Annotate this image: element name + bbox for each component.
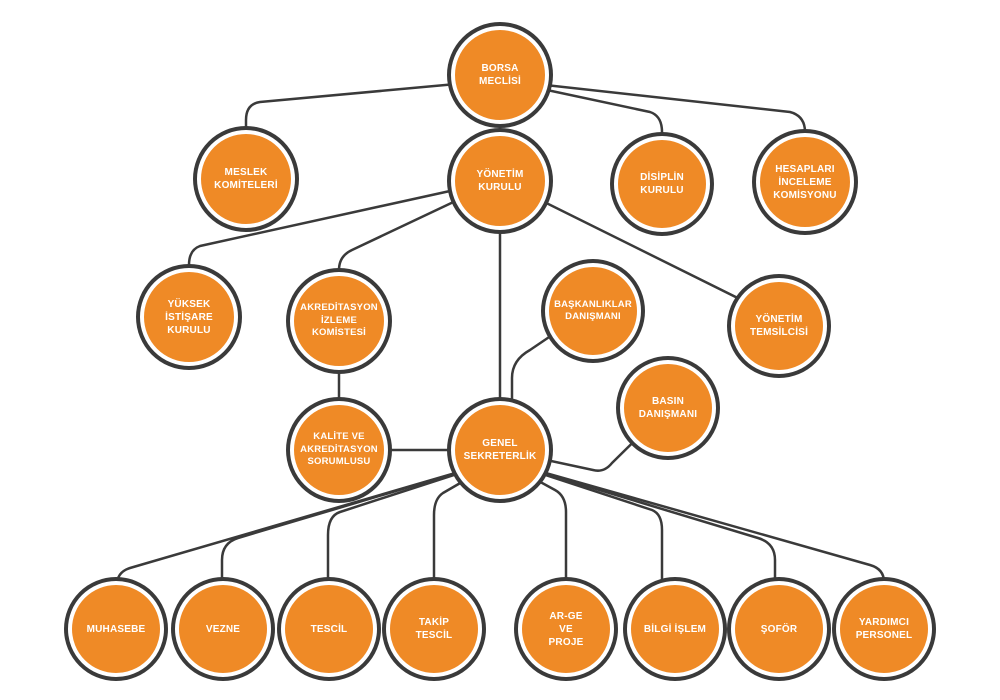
connector-genel-sofor	[498, 458, 777, 582]
node-tescil: TESCİL	[281, 581, 377, 677]
connector-genel-basin	[498, 406, 670, 472]
connector-yonetim-akreditasyon	[337, 178, 502, 280]
node-bilgi-islem: BİLGİ İŞLEM	[627, 581, 723, 677]
node-vezne: VEZNE	[175, 581, 271, 677]
node-yonetim-kurulu: YÖNETİM KURULU	[451, 132, 549, 230]
node-akreditasyon-izleme-komistesi: AKREDİTASYON İZLEME KOMİSTESİ	[290, 272, 388, 370]
node-baskanliklar-danismani: BAŞKANLIKLAR DANIŞMANI	[545, 263, 641, 359]
connector-genel-vezne	[220, 458, 502, 582]
connector-meclis-hesaplari	[498, 78, 807, 142]
node-genel-sekreterlik: GENEL SEKRETERLİK	[451, 401, 549, 499]
node-disiplin-kurulu: DİSİPLİN KURULU	[614, 136, 710, 232]
node-yuksek-istisare-kurulu: YÜKSEK İSTİŞARE KURULU	[140, 268, 238, 366]
node-takip-tescil: TAKİP TESCİL	[386, 581, 482, 677]
connector-yonetim-temsilci	[498, 178, 780, 320]
node-sofor: ŞOFÖR	[731, 581, 827, 677]
connector-meclis-meslek	[244, 78, 502, 142]
node-basin-danismani: BASIN DANIŞMANI	[620, 360, 716, 456]
node-arge-ve-proje: AR-GE VE PROJE	[518, 581, 614, 677]
connector-genel-tescil	[326, 458, 502, 582]
node-hesaplari-inceleme-komisyonu: HESAPLARI İNCELEME KOMİSYONU	[756, 133, 854, 231]
connector-yonetim-yuksek	[187, 178, 502, 272]
connector-genel-baskanliklar	[510, 308, 591, 402]
node-meslek-komiteleri: MESLEK KOMİTELERİ	[197, 130, 295, 228]
connector-genel-arge	[498, 458, 568, 582]
node-borsa-meclisi: BORSA MECLİSİ	[451, 26, 549, 124]
connector-meclis-disiplin	[498, 78, 664, 142]
node-yardimci-personel: YARDIMCI PERSONEL	[836, 581, 932, 677]
node-kalite-ve-akreditasyon-sorumlusu: KALİTE VE AKREDİTASYON SORUMLUSU	[290, 401, 388, 499]
node-yonetim-temsilcisi: YÖNETİM TEMSİLCİSİ	[731, 278, 827, 374]
connector-genel-takip	[432, 458, 502, 582]
connector-genel-bilgi	[498, 458, 664, 582]
node-muhasebe: MUHASEBE	[68, 581, 164, 677]
